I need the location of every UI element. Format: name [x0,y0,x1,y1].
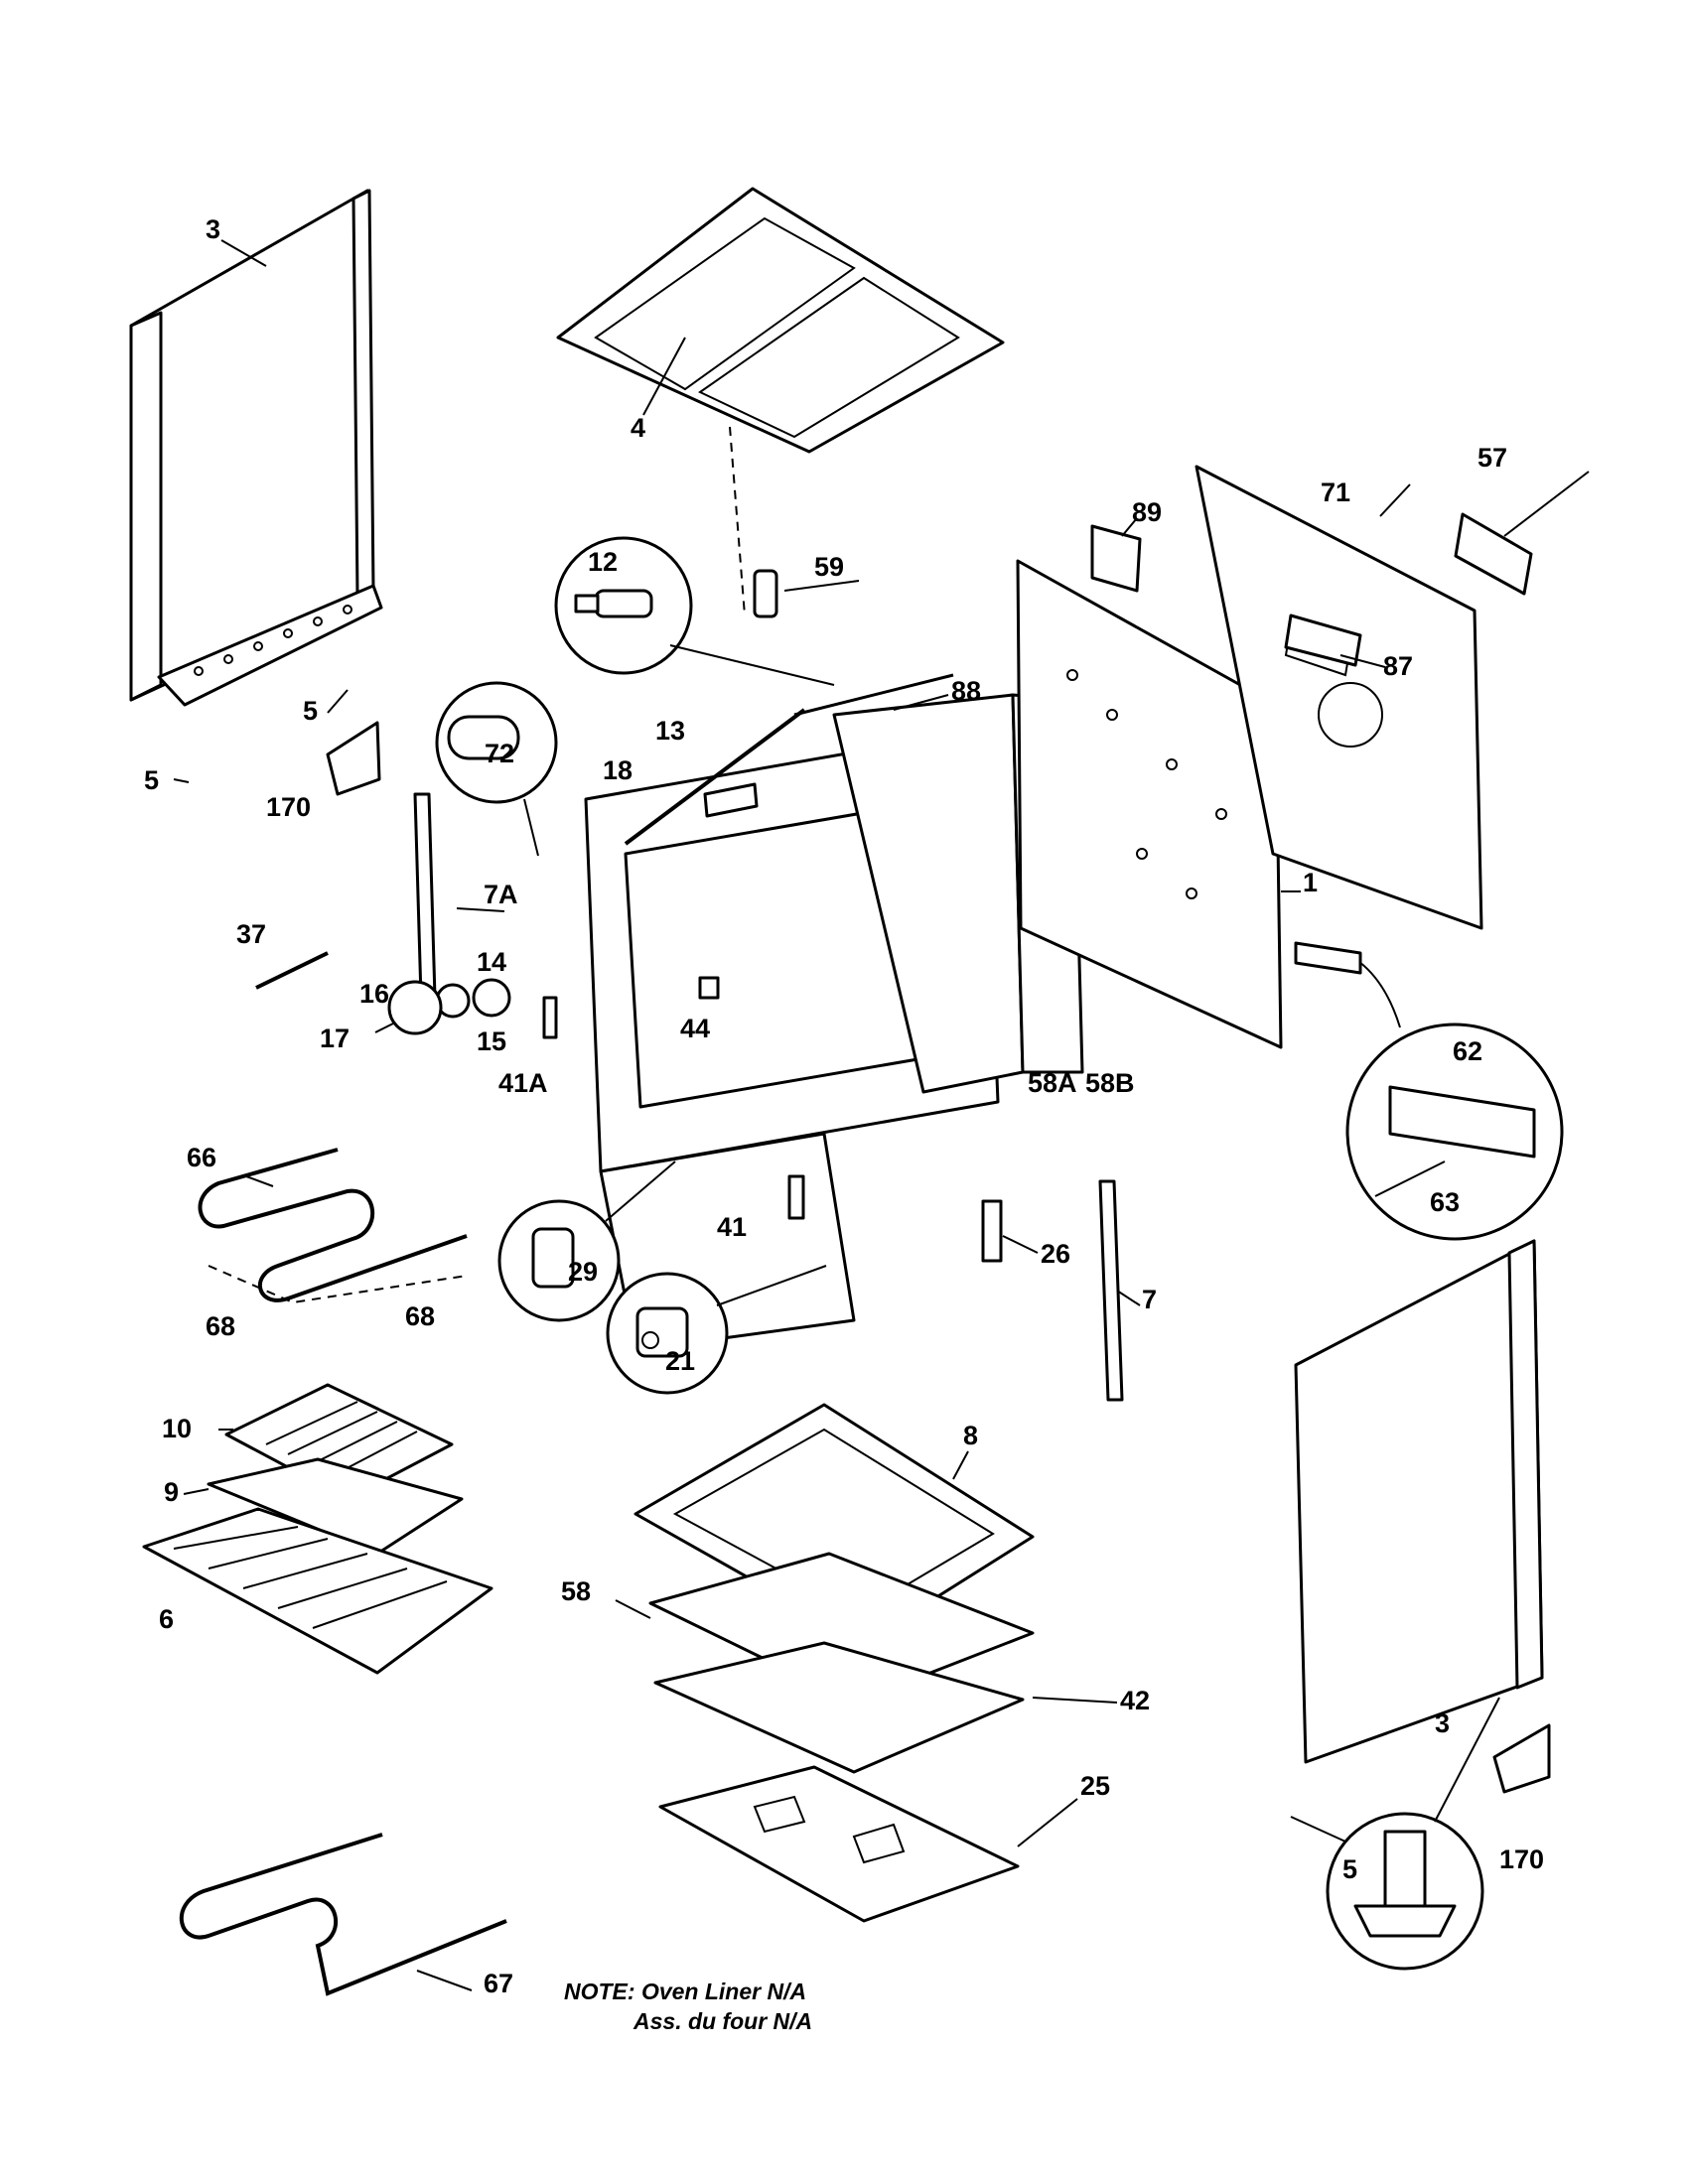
label-10: 10 [162,1414,192,1443]
part-37 [255,951,329,990]
label-18: 18 [603,755,633,785]
label-8: 8 [963,1421,978,1450]
part-170-right [1492,1723,1551,1794]
label-leaders [173,239,1590,1991]
label-62: 62 [1453,1036,1482,1066]
element-67 [179,1833,507,1996]
leader-21 [716,1265,827,1306]
label-7: 7 [1142,1285,1157,1314]
oven-rack [142,1507,493,1675]
part-41 [787,1174,805,1220]
label-89: 89 [1132,497,1162,527]
top-panel [556,187,1005,454]
label-3-right: 3 [1435,1708,1450,1738]
label-17: 17 [320,1024,350,1053]
label-4: 4 [631,413,645,443]
label-170-left: 170 [266,792,311,822]
label-13: 13 [655,716,685,746]
part-68 [208,1265,468,1304]
label-41: 41 [717,1212,747,1242]
leader-12 [669,644,835,686]
leader-72 [523,798,539,857]
terminal-block-62 [1294,941,1362,975]
note-line-1: NOTE: Oven Liner N/A [564,1979,807,2004]
part-42 [653,1641,1025,1774]
part-59 [753,569,778,618]
callout-62 [1345,1023,1564,1241]
label-63: 63 [1430,1187,1460,1217]
label-3-left: 3 [206,214,220,244]
part-18 [703,782,759,818]
label-37: 37 [236,919,266,949]
callout-29 [497,1199,621,1322]
label-12: 12 [588,547,618,577]
label-66: 66 [187,1143,216,1172]
top-panel-guide [729,426,746,616]
label-87: 87 [1383,651,1413,681]
leader-29 [605,1160,676,1222]
label-25: 25 [1080,1771,1110,1801]
part-41a [542,996,558,1039]
label-59: 59 [814,552,844,582]
label-44: 44 [680,1014,710,1043]
label-26: 26 [1041,1239,1070,1269]
label-67: 67 [484,1969,513,1998]
label-57: 57 [1477,443,1507,473]
label-170-right: 170 [1499,1844,1544,1874]
part-26 [981,1199,1003,1263]
label-15: 15 [477,1026,506,1056]
label-58: 58 [561,1576,591,1606]
label-58a: 58A [1028,1068,1077,1098]
leader-5a [1290,1816,1346,1843]
label-29: 29 [568,1257,598,1287]
back-panel [1016,559,1283,1049]
label-5-c: 5 [1342,1854,1357,1884]
part-57 [1454,512,1533,596]
label-42: 42 [1120,1686,1150,1715]
callout-72 [435,681,558,804]
inner-door [658,1765,1020,1923]
part-170-left [326,721,381,796]
label-41a: 41A [498,1068,548,1098]
label-1: 1 [1303,868,1318,897]
note-line-2: Ass. du four N/A [633,2008,813,2034]
label-16: 16 [359,979,389,1009]
label-71: 71 [1321,478,1350,507]
label-5-b: 5 [144,765,159,795]
label-68-left: 68 [206,1311,235,1341]
label-21: 21 [665,1346,695,1376]
label-68-right: 68 [405,1301,435,1331]
side-panel-right [1294,1239,1544,1764]
element-66 [198,1148,468,1302]
side-panel-left [129,189,383,707]
label-6: 6 [159,1604,174,1634]
label-9: 9 [164,1477,179,1507]
label-5-a: 5 [303,696,318,726]
part-87 [1284,614,1362,667]
label-88: 88 [951,676,981,706]
callout-12 [554,536,693,675]
part-7a [413,792,437,1000]
label-72: 72 [485,739,514,768]
part-44 [698,976,720,1000]
part-13 [624,708,806,846]
callout-5 [1326,1812,1484,1971]
label-58b: 58B [1085,1068,1135,1098]
label-14: 14 [477,947,506,977]
label-7a: 7A [484,880,518,909]
callout-21 [606,1272,729,1395]
part-89 [1090,524,1142,593]
part-88 [793,673,954,717]
part-7 [1098,1179,1124,1402]
lamp-assembly [374,978,511,1035]
leader-5b [1434,1697,1500,1823]
